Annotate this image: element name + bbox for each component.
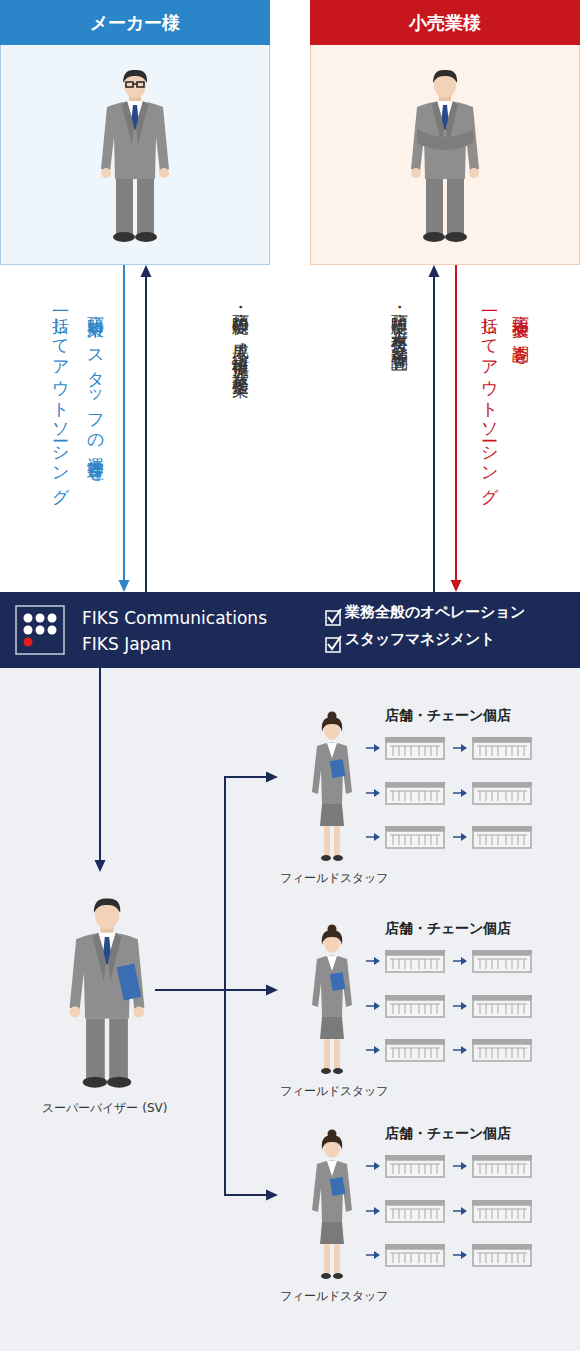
field-staff-group: 店舗・チェーン個店フィールドスタッフ: [278, 700, 568, 890]
connector-arrow: [155, 985, 278, 996]
supervisor-person: [70, 898, 145, 1087]
staff-label: フィールドスタッフ: [280, 870, 388, 886]
arrow-head: [429, 265, 440, 277]
staff-person: [312, 1130, 352, 1280]
connector-line: [155, 777, 268, 990]
connector-line: [155, 989, 268, 991]
connector-line: [123, 265, 125, 582]
connector-line: [455, 265, 457, 582]
staff-label: フィールドスタッフ: [280, 1288, 388, 1304]
connector-arrow: [119, 265, 130, 592]
connector-arrow: [155, 990, 278, 1201]
connector-line: [433, 275, 435, 592]
store-heading: 店舗・チェーン個店: [385, 919, 511, 937]
maker-person: [101, 70, 169, 242]
supervisor-node: スーパーバイザー (SV): [55, 872, 155, 1122]
edge-label: 店頭対策や スタッフの運営管理を 一括してアウトソーシング: [43, 302, 113, 542]
arrow-head: [141, 265, 152, 277]
panel-background: [0, 668, 580, 1351]
connector-arrow: [155, 772, 278, 991]
store-icons: [366, 1155, 532, 1266]
field-staff-group: 店舗・チェーン個店フィールドスタッフ: [278, 913, 568, 1103]
connector-line: [145, 275, 147, 592]
connector-line: [155, 990, 268, 1195]
store-icons: [366, 950, 532, 1061]
staff-label: フィールドスタッフ: [280, 1083, 388, 1099]
service-item: スタッフマネジメント: [345, 629, 495, 649]
client-heading: メーカー様: [0, 0, 270, 45]
company-band: FIKS Communications FIKS Japan 業務全般のオペレーシ…: [0, 592, 580, 668]
client-box: 小売業様: [310, 0, 580, 265]
arrow-head: [266, 1190, 278, 1201]
connector-arrow: [429, 265, 440, 592]
connector-arrow: [141, 265, 152, 592]
field-staff-group: 店舗・チェーン個店フィールドスタッフ: [278, 1118, 568, 1308]
staff-person: [312, 712, 352, 862]
arrow-head: [266, 772, 278, 783]
connector-line: [99, 668, 101, 862]
staff-person: [312, 925, 352, 1075]
client-box: メーカー様: [0, 0, 270, 265]
connector-arrow: [451, 265, 462, 592]
retailer-person: [411, 70, 479, 242]
store-heading: 店舗・チェーン個店: [385, 1124, 511, 1142]
connector-arrow: [95, 668, 106, 872]
edge-label: ・店頭販促の成果 ・情報提供 ・業務提案: [223, 298, 258, 463]
folder-icon: [117, 964, 142, 1001]
client-heading: 小売業様: [310, 0, 580, 45]
company-name: FIKS Communications FIKS Japan: [82, 605, 282, 657]
arrow-head: [119, 580, 130, 592]
edge-label: ・店頭販促 ・人材支援 ・各種調査: [383, 298, 417, 403]
checkbox-icon: [326, 609, 341, 652]
arrow-head: [95, 860, 106, 872]
edge-label: 店頭支援や調査を 一括してアウトソーシング: [474, 302, 536, 542]
arrow-head: [451, 580, 462, 592]
service-item: 業務全般のオペレーション: [345, 602, 525, 622]
store-heading: 店舗・チェーン個店: [385, 706, 511, 724]
arrow-head: [266, 985, 278, 996]
supervisor-label: スーパーバイザー (SV): [42, 1100, 167, 1116]
store-icons: [366, 737, 532, 848]
company-logo: [16, 606, 64, 654]
